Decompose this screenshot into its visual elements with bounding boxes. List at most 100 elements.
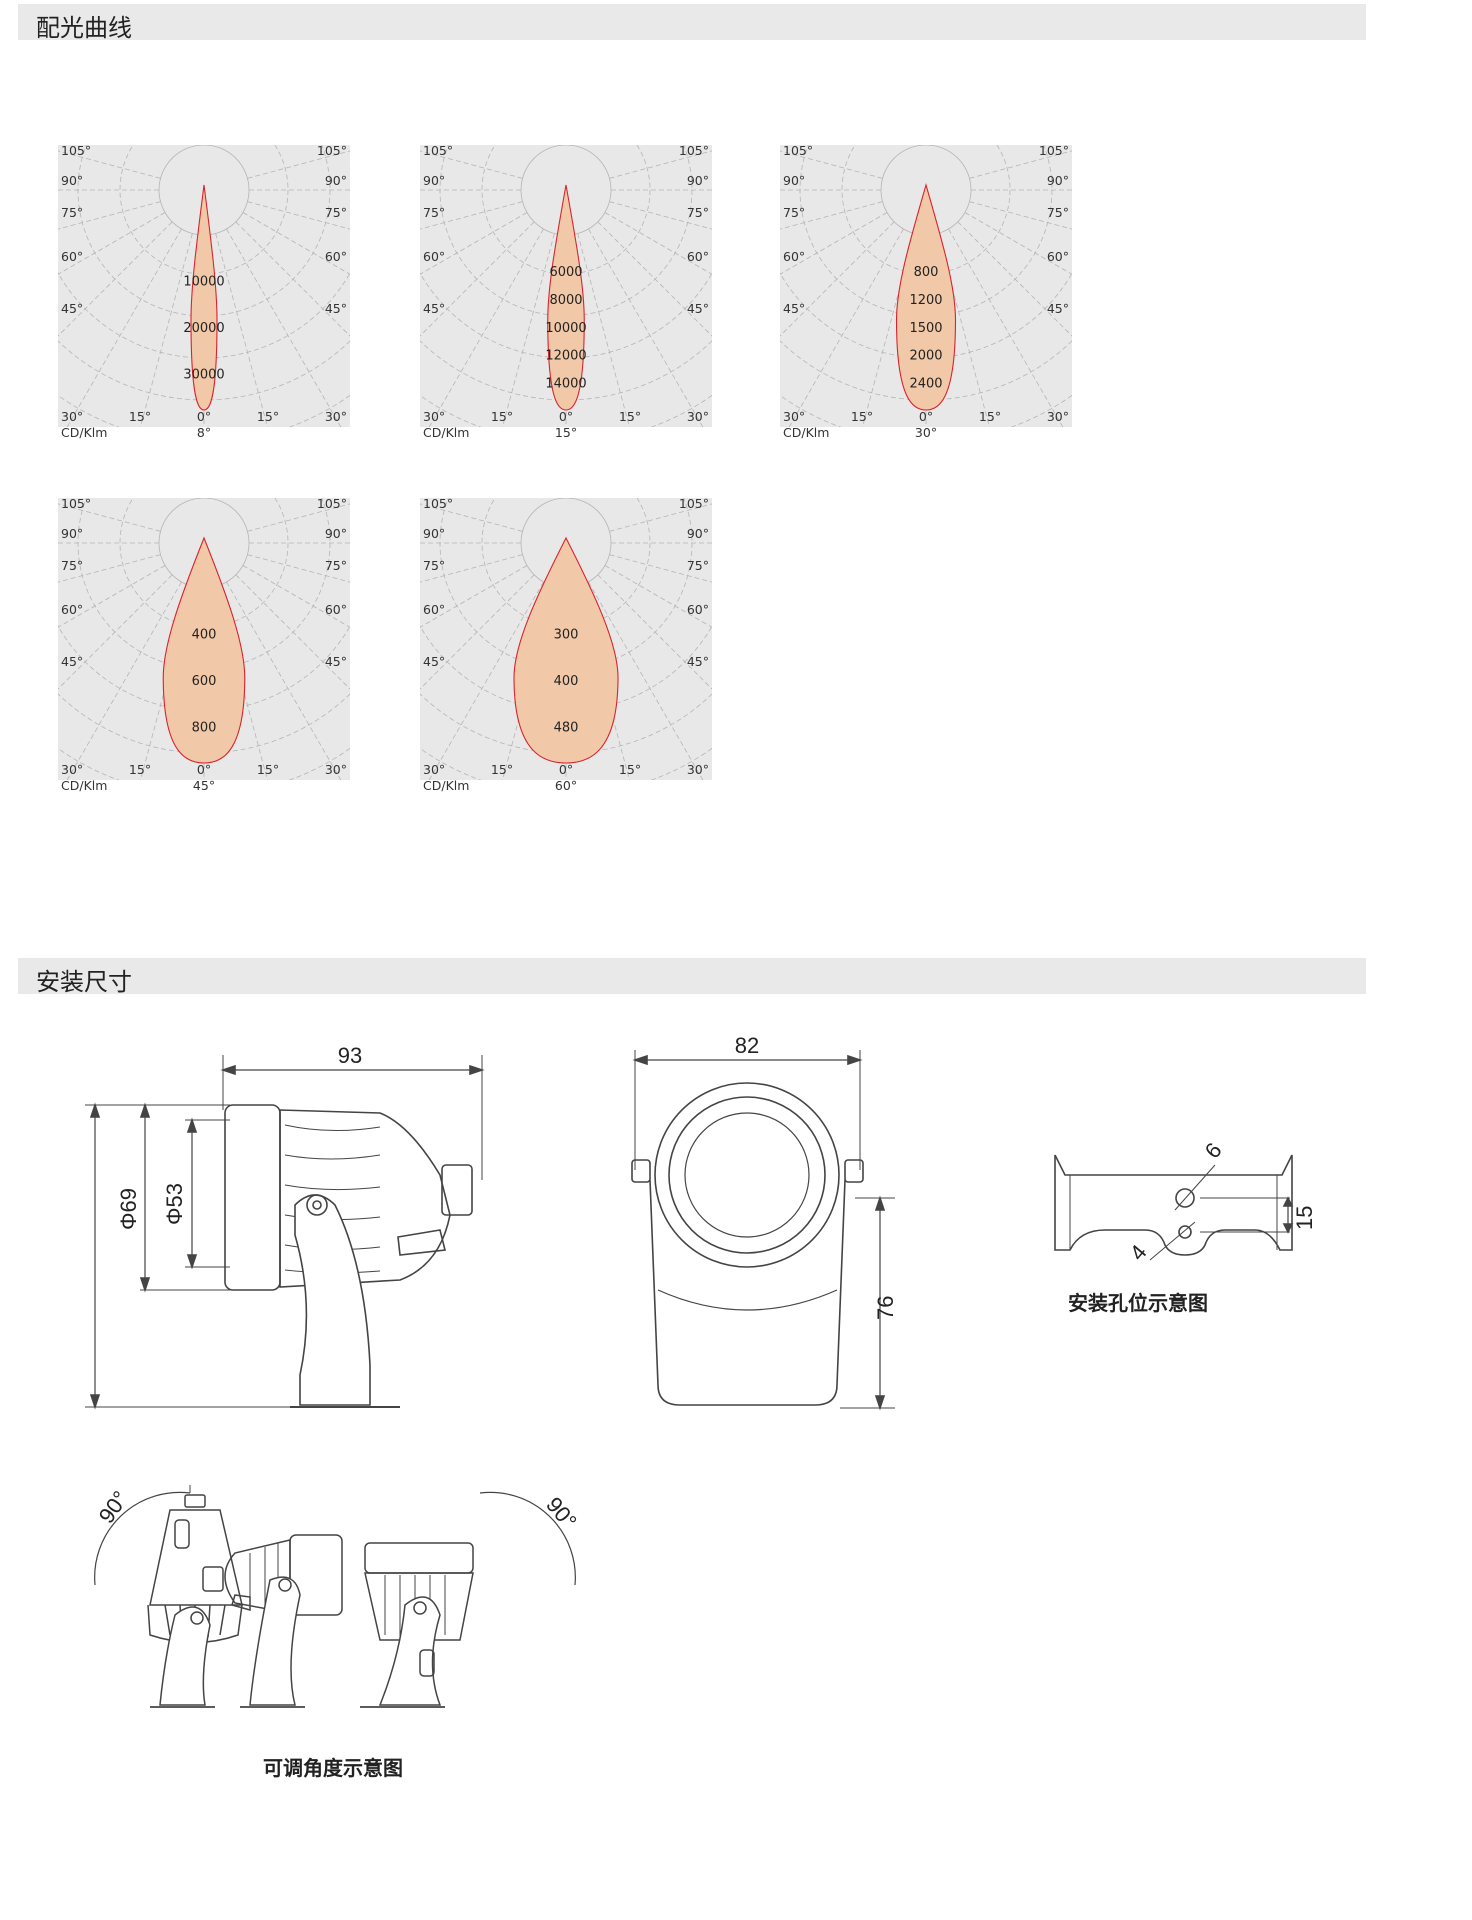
polar-angle-label: 45° (687, 654, 709, 669)
polar-ring-value: 8000 (549, 293, 582, 308)
polar-ring-value: 480 (554, 720, 579, 735)
polar-angle-label: 15° (129, 762, 151, 777)
dim-slot-width: 4 (1125, 1240, 1152, 1265)
dim-hole-spacing: 15 (1292, 1206, 1317, 1230)
polar-unit-label: CD/Klm (61, 425, 107, 440)
polar-angle-label: 75° (61, 205, 83, 220)
polar-ring-value: 10000 (183, 274, 224, 289)
polar-angle-label: 75° (325, 558, 347, 573)
dim-hole-size: 6 (1200, 1138, 1227, 1163)
polar-radial (588, 581, 704, 780)
polar-angle-label: 15° (491, 762, 513, 777)
polar-ring-value: 20000 (183, 321, 224, 336)
polar-ring-value: 6000 (549, 265, 582, 280)
polar-angle-label: 90° (325, 526, 347, 541)
section-header-installation: 安装尺寸 (18, 958, 1366, 996)
polar-beam-lobe (547, 184, 585, 411)
polar-ring-value: 1500 (909, 321, 942, 336)
polar-angle-label: 60° (1047, 249, 1069, 264)
polar-angle-label: 30° (61, 762, 83, 777)
polar-svg: 300400480105°105°90°90°75°75°60°60°45°45… (420, 498, 712, 793)
polar-angle-label: 105° (679, 145, 709, 158)
polar-ring-value: 12000 (545, 349, 586, 364)
polar-angle-label: 30° (423, 762, 445, 777)
polar-angle-label: 15° (851, 409, 873, 424)
polar-svg: 60008000100001200014000105°105°90°90°75°… (420, 145, 712, 440)
polar-radial (577, 586, 630, 780)
polar-angle-label: 60° (61, 249, 83, 264)
polar-radial (66, 581, 182, 780)
polar-radial (226, 228, 342, 427)
polar-angle-label: 75° (61, 558, 83, 573)
polar-angle-label: 90° (687, 173, 709, 188)
polar-radial (937, 233, 990, 427)
polar-angle-label: 75° (423, 558, 445, 573)
front-view-drawing: 82 76 (631, 1033, 898, 1411)
polar-angle-label: 60° (423, 602, 445, 617)
polar-radial (502, 233, 555, 427)
polar-angle-label: 15° (619, 762, 641, 777)
polar-beam-lobe (895, 183, 957, 411)
polar-angle-label: 45° (423, 654, 445, 669)
dim-outer-dia: Φ69 (116, 1188, 141, 1230)
polar-radial (577, 233, 630, 427)
polar-ring-value: 10000 (545, 321, 586, 336)
section-title: 安装尺寸 (36, 968, 132, 996)
polar-angle-label: 105° (783, 145, 813, 158)
polar-ring-value: 1200 (909, 293, 942, 308)
side-view-drawing: 93 110 Φ69 Φ53 (80, 1043, 485, 1410)
polar-radial (862, 233, 915, 427)
polar-unit-label: CD/Klm (783, 425, 829, 440)
polar-radial (140, 233, 193, 427)
polar-angle-label: 105° (423, 145, 453, 158)
polar-angle-label: 60° (423, 249, 445, 264)
dim-side-width: 93 (338, 1043, 362, 1068)
polar-angle-label: 30° (325, 409, 347, 424)
polar-svg: 400600800105°105°90°90°75°75°60°60°45°45… (58, 498, 350, 793)
polar-angle-label: 0° (197, 762, 211, 777)
polar-angle-label: 0° (197, 409, 211, 424)
polar-angle-label: 60° (783, 249, 805, 264)
polar-angle-label: 75° (1047, 205, 1069, 220)
polar-angle-label: 75° (325, 205, 347, 220)
dim-front-width: 82 (735, 1033, 759, 1058)
polar-angle-label: 30° (783, 409, 805, 424)
polar-angle-label: 45° (1047, 301, 1069, 316)
polar-angle-label: 60° (325, 249, 347, 264)
polar-angle-label: 90° (783, 173, 805, 188)
mount-holes-drawing: 6 15 4 (1054, 1138, 1317, 1265)
polar-angle-label: 90° (1047, 173, 1069, 188)
polar-angle-label: 75° (783, 205, 805, 220)
caption-mount-holes: 安装孔位示意图 (1068, 1291, 1208, 1315)
polar-unit-label: CD/Klm (423, 778, 469, 793)
polar-angle-label: 0° (559, 762, 573, 777)
polar-unit-label: CD/Klm (423, 425, 469, 440)
polar-beam-angle: 60° (555, 778, 577, 793)
polar-angle-label: 30° (1047, 409, 1069, 424)
polar-angle-label: 15° (257, 409, 279, 424)
polar-ring-value: 2400 (909, 377, 942, 392)
polar-angle-label: 60° (61, 602, 83, 617)
polar-ring-value: 800 (914, 265, 939, 280)
polar-radial (66, 228, 182, 427)
dim-inner-dia: Φ53 (162, 1183, 187, 1225)
caption-adjust-angle: 可调角度示意图 (263, 1756, 403, 1780)
polar-angle-label: 90° (423, 173, 445, 188)
polar-angle-label: 0° (559, 409, 573, 424)
polar-angle-label: 60° (687, 249, 709, 264)
polar-angle-label: 30° (687, 762, 709, 777)
polar-angle-label: 30° (687, 409, 709, 424)
polar-angle-label: 105° (61, 498, 91, 511)
polar-angle-label: 105° (679, 498, 709, 511)
polar-radial (140, 586, 193, 780)
polar-angle-label: 90° (423, 526, 445, 541)
polar-radial (428, 228, 544, 427)
polar-radial (948, 228, 1064, 427)
polar-angle-label: 15° (491, 409, 513, 424)
polar-angle-label: 30° (325, 762, 347, 777)
